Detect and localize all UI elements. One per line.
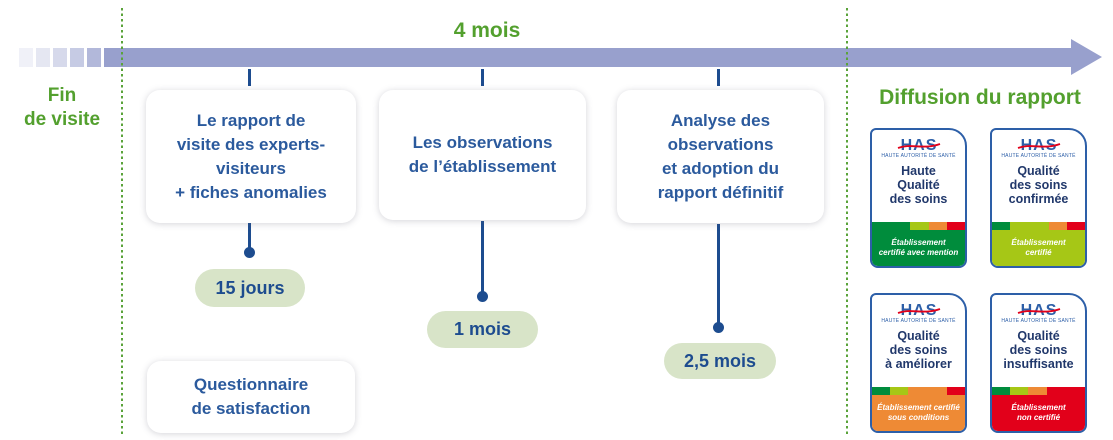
- stripe-segment: [872, 387, 891, 395]
- diffusion-heading: Diffusion du rapport: [879, 86, 1081, 109]
- has-logo-caption: HAUTE AUTORITÉ DE SANTÉ: [1001, 153, 1076, 159]
- step-card-line: visite des experts-: [176, 134, 326, 154]
- step-card-line: rapport définitif: [657, 182, 784, 202]
- stripe-segment: [1028, 387, 1047, 395]
- badge-stripe: [872, 222, 965, 230]
- questionnaire-line: Questionnaire: [193, 375, 309, 394]
- step-card-line: observations: [667, 134, 774, 154]
- start-label-line1: Fin: [47, 85, 77, 106]
- svg-text:HAS: HAS: [1020, 302, 1057, 319]
- step-card-rapport: Le rapport de visite des experts- visite…: [146, 90, 356, 223]
- start-dotted-separator: [121, 8, 123, 436]
- step-card-line: et adoption du: [661, 158, 780, 178]
- badge-title: Qualité des soins confirmée: [1008, 164, 1069, 206]
- step-card-line: Les observations: [412, 133, 553, 152]
- badge-qualite-confirmee: HAS HAUTE AUTORITÉ DE SANTÉ Qualité des …: [990, 128, 1087, 268]
- has-logo-icon: HAS: [1017, 137, 1060, 154]
- certification-badges-grid: HAS HAUTE AUTORITÉ DE SANTÉ Haute Qualit…: [870, 128, 1090, 434]
- start-label-line2: de visite: [23, 109, 101, 130]
- badge-haute-qualite: HAS HAUTE AUTORITÉ DE SANTÉ Haute Qualit…: [870, 128, 967, 268]
- step-card-observations: Les observations de l’établissement: [379, 90, 586, 220]
- milestone-pill-15-jours: 15 jours: [195, 269, 305, 307]
- tick-mark: [481, 69, 484, 86]
- stripe-segment: [928, 222, 947, 230]
- badge-qualite-a-ameliorer: HAS HAUTE AUTORITÉ DE SANTÉ Qualité des …: [870, 293, 967, 433]
- svg-text:HAS: HAS: [1020, 137, 1057, 154]
- timeline-arrow-head: [1071, 39, 1102, 75]
- badge-title: Qualité des soins insuffisante: [1003, 329, 1074, 371]
- arrow-fade-square: [19, 48, 33, 67]
- stripe-segment: [946, 222, 965, 230]
- milestone-dot: [244, 247, 255, 258]
- badge-banner: Établissement certifié avec mention: [872, 230, 965, 266]
- svg-text:HAS: HAS: [900, 302, 937, 319]
- badge-stripe: [992, 222, 1085, 230]
- tick-mark: [248, 69, 251, 86]
- timeline-arrow-bar: [104, 48, 1073, 67]
- badge-qualite-insuffisante: HAS HAUTE AUTORITÉ DE SANTÉ Qualité des …: [990, 293, 1087, 433]
- has-logo-caption: HAUTE AUTORITÉ DE SANTÉ: [881, 153, 956, 159]
- stripe-segment: [1010, 222, 1049, 230]
- milestone-connector: [481, 221, 484, 293]
- questionnaire-line: de satisfaction: [191, 399, 311, 418]
- arrow-fade-square: [87, 48, 101, 67]
- milestone-connector: [248, 223, 251, 250]
- badge-banner: Établissement non certifié: [992, 395, 1085, 431]
- milestone-connector: [717, 224, 720, 324]
- stripe-segment: [908, 387, 947, 395]
- step-card-line: de l’établissement: [408, 157, 557, 176]
- badge-title: Haute Qualité des soins: [889, 164, 948, 206]
- badge-stripe: [872, 387, 965, 395]
- stripe-segment: [1046, 387, 1085, 395]
- step-card-line: Le rapport de: [196, 110, 306, 130]
- stripe-segment: [992, 222, 1011, 230]
- arrow-fade-square: [53, 48, 67, 67]
- stripe-segment: [872, 222, 911, 230]
- stripe-segment: [1048, 222, 1067, 230]
- step-card-line: Analyse des: [670, 110, 771, 130]
- stripe-segment: [910, 222, 929, 230]
- has-logo-icon: HAS: [897, 137, 940, 154]
- step-card-analyse: Analyse des observations et adoption du …: [617, 90, 824, 223]
- has-swoosh-icon: [1017, 308, 1060, 314]
- arrow-fade-square: [36, 48, 50, 67]
- milestone-pill-1-mois: 1 mois: [427, 311, 538, 348]
- milestone-dot: [477, 291, 488, 302]
- has-swoosh-icon: [897, 308, 940, 314]
- step-card-line: visiteurs: [216, 158, 286, 178]
- tick-mark: [717, 69, 720, 86]
- has-swoosh-icon: [1017, 143, 1060, 149]
- arrow-fade-square: [70, 48, 84, 67]
- svg-text:HAS: HAS: [900, 137, 937, 154]
- stripe-segment: [992, 387, 1011, 395]
- has-logo-icon: HAS: [1017, 302, 1060, 319]
- timeline-start-label: Fin de visite: [6, 84, 118, 132]
- has-logo-caption: HAUTE AUTORITÉ DE SANTÉ: [1001, 318, 1076, 324]
- stripe-segment: [1066, 222, 1085, 230]
- end-dotted-separator: [846, 8, 848, 436]
- stripe-segment: [1010, 387, 1029, 395]
- timeline-duration-label: 4 mois: [453, 19, 521, 42]
- has-logo-icon: HAS: [897, 302, 940, 319]
- step-card-line: + fiches anomalies: [175, 182, 327, 202]
- has-logo-caption: HAUTE AUTORITÉ DE SANTÉ: [881, 318, 956, 324]
- questionnaire-card: Questionnaire de satisfaction: [147, 361, 355, 433]
- badge-stripe: [992, 387, 1085, 395]
- badge-title: Qualité des soins à améliorer: [885, 329, 952, 371]
- stripe-segment: [890, 387, 909, 395]
- badge-banner: Établissement certifié sous conditions: [872, 395, 965, 431]
- badge-banner: Établissement certifié: [992, 230, 1085, 266]
- milestone-dot: [713, 322, 724, 333]
- milestone-pill-2-5-mois: 2,5 mois: [664, 343, 776, 379]
- stripe-segment: [946, 387, 965, 395]
- has-swoosh-icon: [897, 143, 940, 149]
